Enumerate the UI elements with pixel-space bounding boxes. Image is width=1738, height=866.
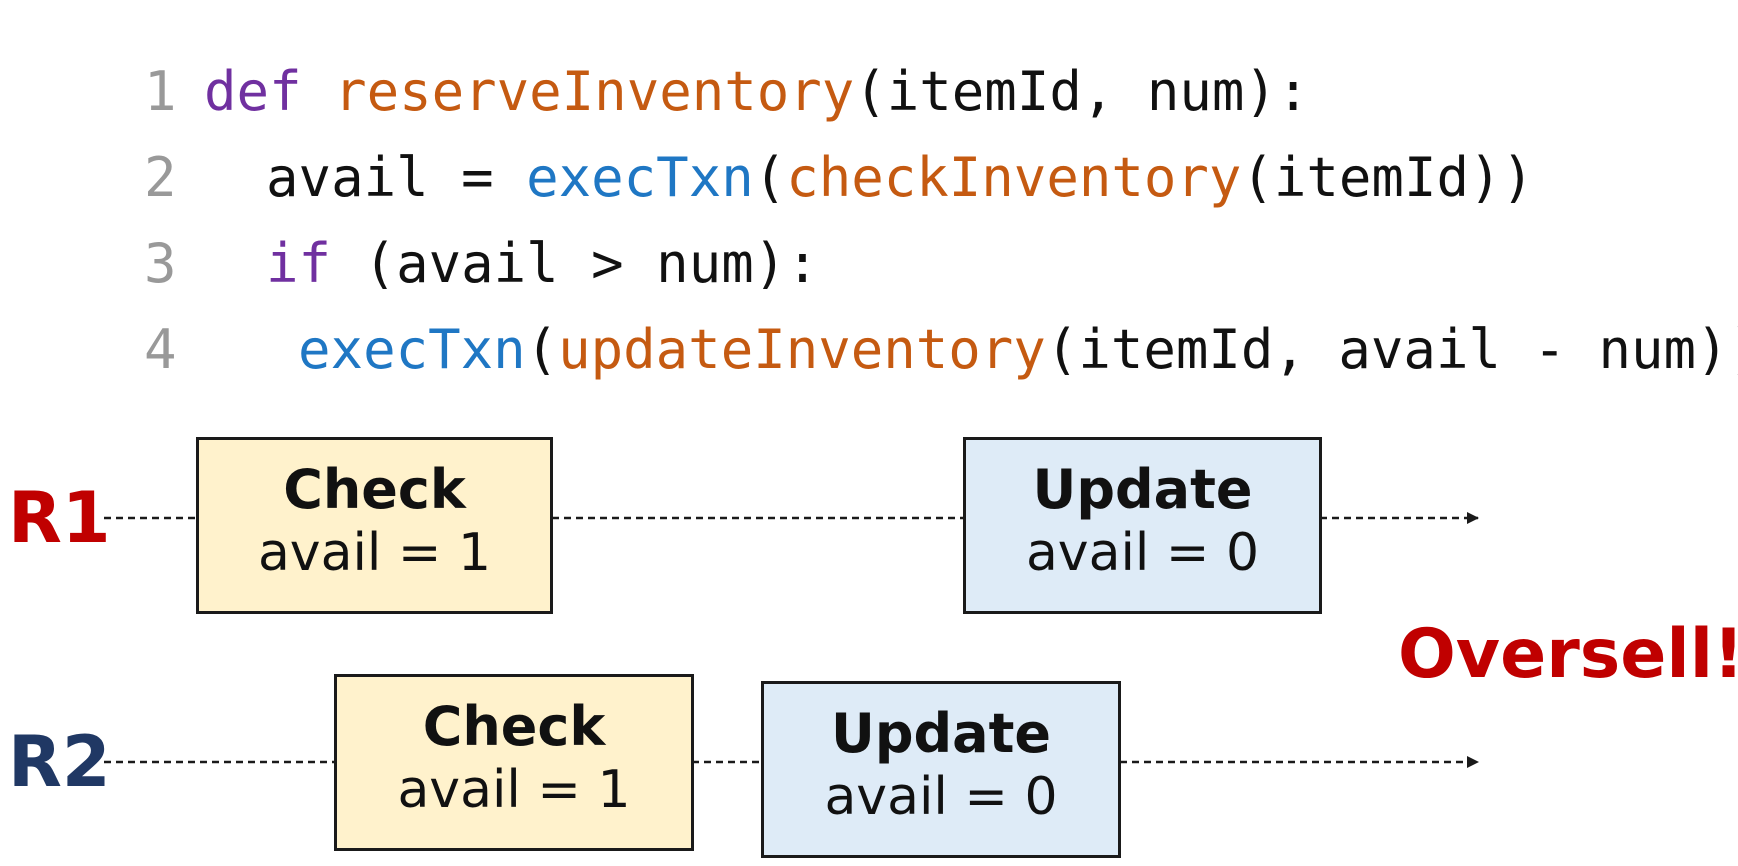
code-line-1: 1 def reserveInventory(itemId, num): (14, 2, 1309, 182)
r1-check-box: Check avail = 1 (196, 437, 553, 614)
r1-label: R1 (8, 477, 111, 559)
code-token: execTxn (526, 146, 754, 209)
code-token: updateInventory (558, 318, 1046, 381)
code-token: execTxn (298, 318, 526, 381)
r1-check-title: Check (283, 458, 466, 521)
line-number: 4 (144, 318, 177, 381)
code-token: (avail > num): (331, 232, 819, 295)
code-line-4: 4 execTxn(updateInventory(itemId, avail -… (14, 260, 1738, 440)
code-token: checkInventory (786, 146, 1242, 209)
code-token: (itemId, avail - num)) (1045, 318, 1738, 381)
code-token: ( (525, 318, 559, 381)
code-token: if (266, 232, 332, 295)
r1-update-value: avail = 0 (1025, 523, 1260, 583)
code-token: avail = (266, 146, 527, 209)
r2-update-box: Update avail = 0 (761, 681, 1121, 858)
oversell-result: Oversell! (1398, 615, 1738, 694)
line-number: 2 (144, 146, 177, 209)
r2-check-title: Check (422, 695, 606, 758)
r2-check-value: avail = 1 (397, 760, 631, 820)
code-token: def (204, 60, 335, 123)
r1-update-box: Update avail = 0 (963, 437, 1322, 614)
r2-label: R2 (8, 721, 111, 803)
r2-update-title: Update (830, 702, 1052, 765)
code-token: ( (753, 146, 787, 209)
code-token: reserveInventory (334, 60, 855, 123)
r1-check-value: avail = 1 (257, 523, 492, 583)
code-line-2: 2 avail = execTxn(checkInventory(itemId)) (14, 88, 1534, 268)
r1-update-title: Update (1032, 458, 1253, 521)
line-number: 3 (144, 232, 177, 295)
code-token: (itemId, num): (854, 60, 1310, 123)
code-token: (itemId)) (1241, 146, 1534, 209)
line-number: 1 (144, 60, 177, 123)
r2-update-value: avail = 0 (824, 767, 1058, 827)
code-line-3: 3 if (avail > num): (14, 174, 819, 354)
r2-check-box: Check avail = 1 (334, 674, 694, 851)
